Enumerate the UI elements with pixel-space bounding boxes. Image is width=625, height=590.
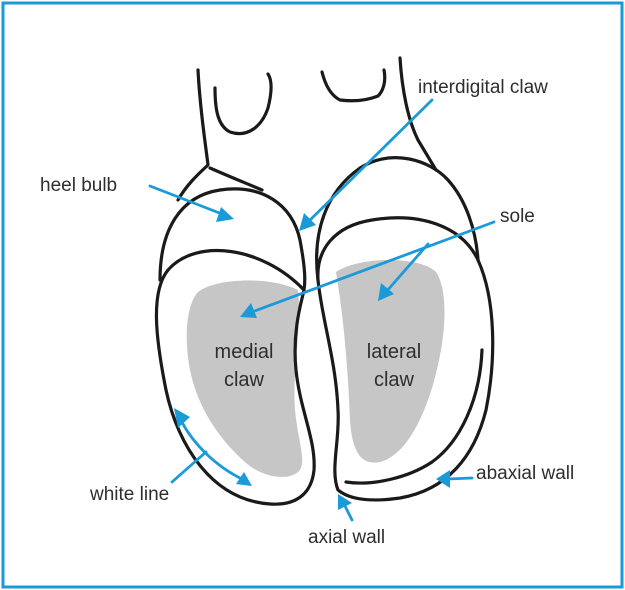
- medial-heel-bulb: [158, 187, 307, 292]
- sole-pointer-main: [250, 220, 496, 314]
- axial-wall-arrowhead: [338, 494, 352, 510]
- interdigital-claw-arrowhead: [299, 213, 316, 231]
- sole-label: sole: [500, 206, 535, 227]
- abaxial-wall-pointer: [446, 476, 474, 481]
- lateral-sole-area: [336, 260, 445, 463]
- medial-sole-area: [186, 280, 303, 477]
- lateral-claw-wall: [316, 216, 495, 502]
- white-line-pointer: [170, 450, 208, 484]
- leg-left-dewclaw: [213, 72, 273, 136]
- medial-claw-wall: [154, 248, 316, 506]
- leg-right-edge: [398, 56, 438, 172]
- sole-arrowhead-lateral: [378, 283, 394, 301]
- lateral-claw-label-line1: lateral: [367, 341, 421, 363]
- lateral-claw-label-line2: claw: [374, 369, 415, 391]
- leg-left-edge: [176, 68, 210, 202]
- white-line-arrowhead-bottom: [236, 472, 252, 486]
- sole-arrowhead-medial: [240, 303, 257, 318]
- lateral-heel-bulb: [315, 156, 480, 282]
- interdigital-claw-pointer: [306, 98, 434, 224]
- medial-claw-label-line1: medial: [215, 341, 274, 363]
- axial-wall-pointer: [342, 502, 354, 522]
- heel-bulb-arrowhead: [216, 207, 234, 222]
- leg-right-dewclaw: [320, 68, 387, 103]
- heel-bulb-label: heel bulb: [40, 175, 117, 196]
- abaxial-wall-arrowhead: [436, 470, 450, 488]
- heel-bulb-pointer: [148, 184, 224, 216]
- interdigital-claw-label: interdigital claw: [418, 77, 548, 98]
- white-line-arrowhead-top: [174, 408, 190, 428]
- axial-wall-label: axial wall: [308, 527, 385, 548]
- sole-pointer-branch: [384, 242, 430, 294]
- white-line-label: white line: [89, 484, 169, 505]
- lateral-white-line: [344, 348, 484, 485]
- abaxial-wall-label: abaxial wall: [476, 463, 574, 484]
- leg-crease: [208, 166, 264, 192]
- medial-claw-label-line2: claw: [224, 369, 265, 391]
